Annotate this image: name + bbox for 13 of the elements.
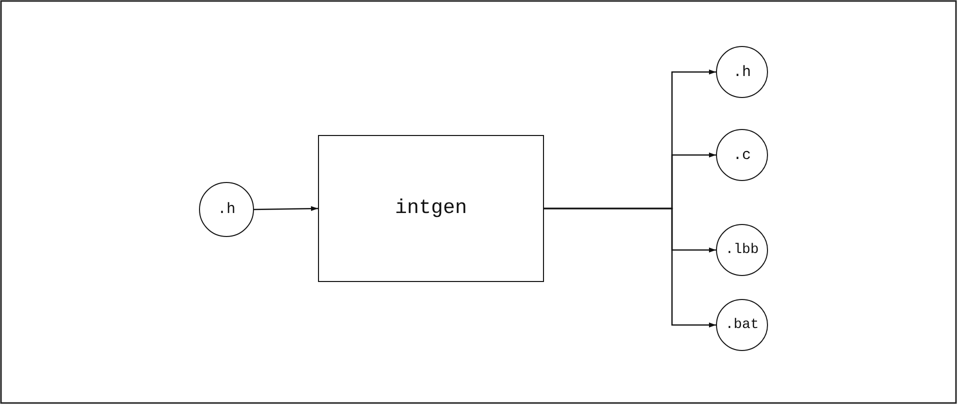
file-extension: .c	[732, 146, 751, 164]
file-extension: .h	[217, 201, 236, 218]
file-circle	[716, 224, 768, 276]
program-name: intgen	[394, 197, 467, 220]
file-extension: .lbb	[725, 242, 759, 258]
file-extension: .h	[732, 64, 751, 80]
file-extension: .bat	[725, 317, 759, 333]
file-circle	[716, 129, 768, 181]
file-circle	[716, 299, 768, 351]
process-box	[318, 135, 544, 282]
arrow	[254, 206, 318, 212]
file-circle	[716, 46, 768, 98]
arrow	[544, 208, 716, 328]
